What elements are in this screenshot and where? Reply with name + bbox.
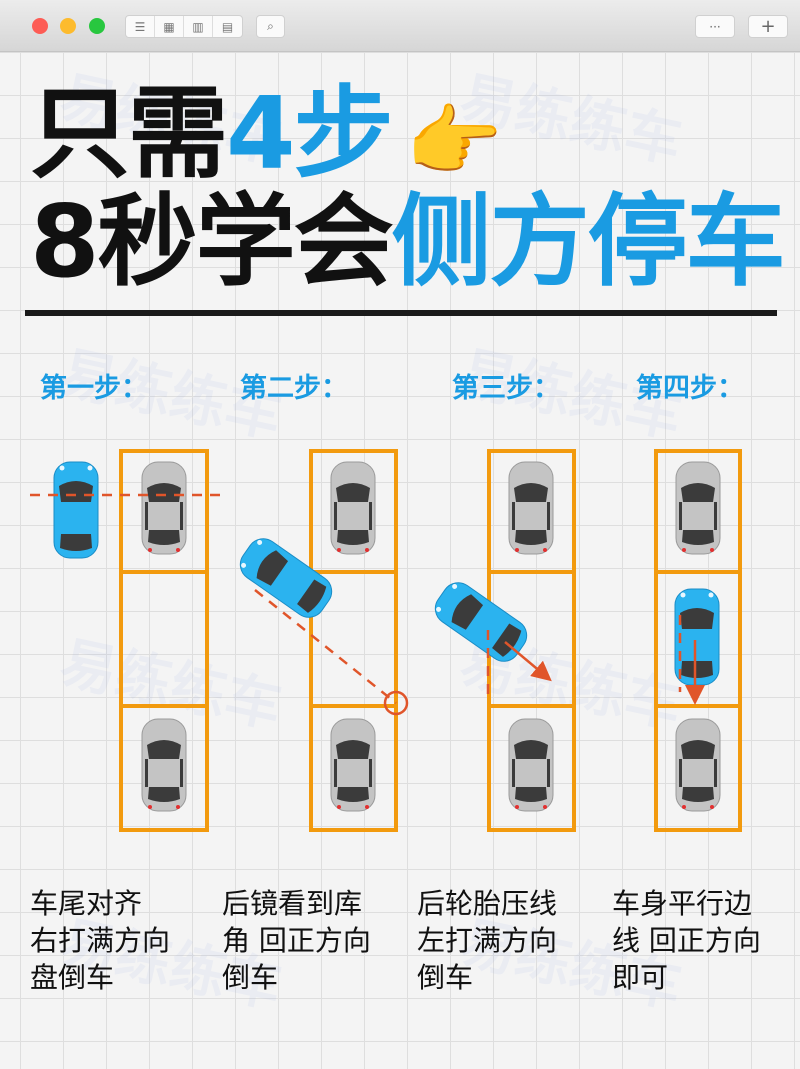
headline-line-2: 8秒学会侧方停车 (30, 192, 786, 292)
desc-line: 即可 (612, 961, 669, 994)
desc-line: 倒车 (417, 961, 474, 994)
sidebar-icon[interactable]: ▤ (221, 19, 234, 34)
driving-car (53, 461, 99, 559)
corner-marker (383, 690, 409, 716)
desc-line: 车尾对齐 (30, 887, 143, 920)
parking-lane-2 (309, 449, 398, 832)
parking-lane-4 (654, 449, 742, 832)
desc-line: 倒车 (222, 961, 279, 994)
headline-highlight: 侧方停车 (391, 183, 786, 300)
step-4-label: 第四步： (636, 373, 744, 404)
step-4-description: 车身平行边线 回正方向即可 (612, 885, 761, 996)
map-icon[interactable]: ▥ (184, 16, 213, 37)
add-button[interactable]: + (748, 15, 788, 38)
view-switcher: ☰ ▦ ▥ ▤ (125, 15, 243, 38)
step-1-description: 车尾对齐右打满方向盘倒车 (30, 885, 170, 996)
window-toolbar: ☰ ▦ ▥ ▤ ⌕ ··· + (0, 0, 800, 52)
step-2-label: 第二步： (240, 373, 348, 404)
grid-icon[interactable]: ▦ (155, 16, 184, 37)
driving-car (233, 531, 339, 625)
maximize-window-button[interactable] (89, 18, 105, 34)
headline-line-1: 只需4步👉 (30, 84, 503, 187)
parked-car (330, 461, 376, 555)
driving-car (674, 588, 720, 686)
close-window-button[interactable] (32, 18, 48, 34)
parked-car (508, 718, 554, 812)
pointing-hand-icon: 👉 (405, 97, 503, 187)
desc-line: 角 回正方向 (222, 924, 371, 957)
parked-car (141, 461, 187, 555)
direction-arrow (504, 641, 552, 682)
desc-line: 线 回正方向 (612, 924, 761, 957)
headline-text: 8秒学会 (30, 183, 394, 300)
parking-lane-1 (119, 449, 209, 832)
desc-line: 后轮胎压线 (417, 887, 558, 920)
parked-car (675, 718, 721, 812)
desc-line: 左打满方向 (417, 924, 558, 957)
desc-line: 车身平行边 (612, 887, 753, 920)
sight-guide (254, 589, 397, 704)
parked-car (330, 718, 376, 812)
parked-car (508, 461, 554, 555)
desc-line: 后镜看到库 (222, 887, 363, 920)
step-2-description: 后镜看到库角 回正方向倒车 (222, 885, 371, 996)
step-1-label: 第一步： (40, 373, 148, 404)
divider (25, 310, 777, 316)
search-icon: ⌕ (267, 19, 274, 33)
more-button[interactable]: ··· (695, 15, 735, 38)
search-button[interactable]: ⌕ (256, 15, 285, 38)
headline-highlight: 4步 (226, 75, 394, 192)
minimize-window-button[interactable] (60, 18, 76, 34)
parked-car (141, 718, 187, 812)
desc-line: 盘倒车 (30, 961, 115, 994)
headline-text: 只需 (30, 75, 228, 192)
step-3-label: 第三步： (452, 373, 560, 404)
parked-car (675, 461, 721, 555)
desc-line: 右打满方向 (30, 924, 171, 957)
infographic-canvas (0, 52, 800, 1069)
step-3-description: 后轮胎压线左打满方向倒车 (417, 885, 557, 996)
list-icon[interactable]: ☰ (126, 16, 155, 37)
